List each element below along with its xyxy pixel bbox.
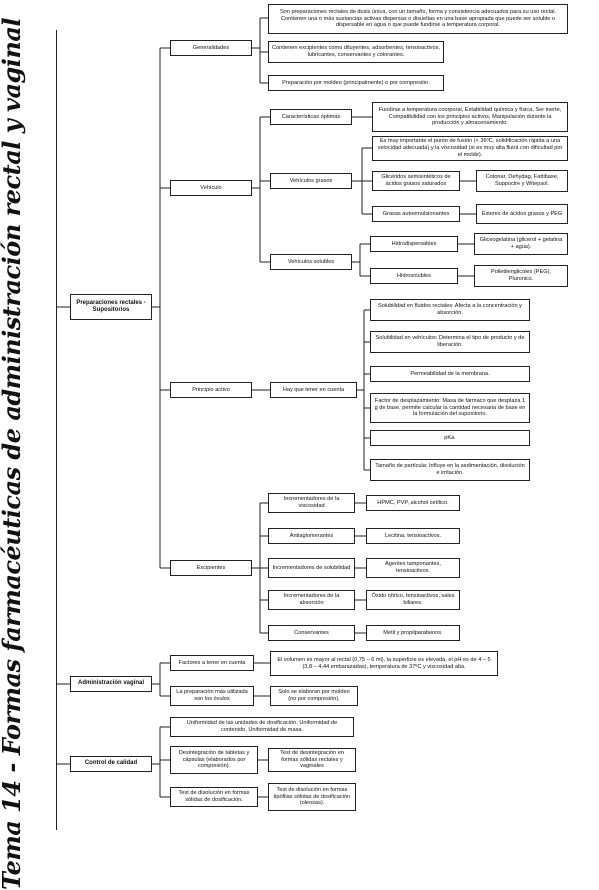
node-excipientes: Excipientes <box>170 560 252 576</box>
node-q-disolucion-desc: Test de disolución en formas lipófilas s… <box>268 783 356 811</box>
node-grasos-desc: Es muy importante el punto de fusión (< … <box>372 136 568 161</box>
node-vaginal: Administración vaginal <box>70 676 152 692</box>
node-caracteristicas: Características óptimas <box>270 109 352 125</box>
node-vag-preparacion: La preparación más utilizada son los óvu… <box>170 686 254 706</box>
node-gen-definition: Son preparaciones rectales de dosis únic… <box>268 4 568 34</box>
node-q-desintegracion-desc: Test de desintegración en formas sólidas… <box>268 748 356 772</box>
node-pa-pka: pKa. <box>370 430 530 446</box>
node-caracteristicas-desc: Fundirse a temperatura coorporal, Estabi… <box>372 102 568 132</box>
node-vehiculos-solubles: Vehículos solubles <box>270 254 352 270</box>
node-pa-tamano-particula: Tamaño de partícula: Influye en la sedim… <box>370 459 530 481</box>
node-ex-antiaglomerantes-examples: Lecitina, tensioactivos. <box>366 528 460 544</box>
node-tener-en-cuenta: Hay que tener en cuenta <box>270 382 357 398</box>
node-pa-solubilidad-fluidos: Solubilidad en fluidos rectales: Afecta … <box>370 299 530 321</box>
node-vag-preparacion-desc: Solo se elaboran por moldeo (no por comp… <box>270 686 358 706</box>
node-hidrosolubles-examples: Polietilenglicoles (PEG), Pluronics. <box>474 265 568 287</box>
node-ex-solubilidad-examples: Agentes tamponantes, tensioactivos. <box>366 558 460 578</box>
node-vag-factores: Factores a tener en cuenta <box>170 655 254 671</box>
node-pa-solubilidad-vehiculos: Solubilidad en vehículos: Determina el t… <box>370 331 530 353</box>
node-pa-permeabilidad: Permeabilidad de la membrana. <box>370 366 530 382</box>
node-q-uniformidad: Uniformidad de las unidades de dosificac… <box>170 717 354 737</box>
node-ex-antiaglomerantes: Antiaglomerantes <box>268 528 355 544</box>
node-pa-factor-desplazamiento: Factor de desplazamiento: Masa de fármac… <box>370 393 530 423</box>
node-vehiculos-grasos: Vehículos grasos <box>270 173 352 189</box>
node-hidrosolubles: Hidrosolubles <box>370 268 458 284</box>
node-q-desintegracion: Desintegración de tabletas y cápsulas (e… <box>170 746 258 774</box>
node-rectal: Preparaciones rectales - Supositorios <box>70 294 152 320</box>
node-autoemulsionantes: Grasas autoemulsionantes <box>372 206 460 222</box>
title-connector <box>56 30 57 830</box>
node-ex-conservantes: Conservantes <box>268 625 355 641</box>
node-generalidades: Generalidades <box>170 40 252 56</box>
node-ex-absorcion-examples: Óxido nítrico, tensioactivos, sales bili… <box>366 590 460 610</box>
node-vehiculo: Vehículo <box>170 180 252 196</box>
diagram-title: Tema 14 - Formas farmacéuticas de admini… <box>0 17 26 890</box>
node-principio-activo: Principio activo <box>170 382 252 398</box>
node-ex-absorcion: Incrementadores de la absorción <box>268 590 355 610</box>
node-gen-preparation: Preparación por moldeo (principalmente) … <box>268 75 444 91</box>
node-vag-factores-desc: El volumen es mayor al rectal (0,75 – 6 … <box>270 651 498 676</box>
node-ex-solubilidad: Incrementadores de solubilidad <box>268 558 355 578</box>
node-hidrodispersables-examples: Gliceogelatina (glicerol + gelatina + ag… <box>474 233 568 255</box>
node-ex-viscosidad: Incrementadores de la viscosidad <box>268 493 355 513</box>
node-ex-conservantes-examples: Metil y propilparabenos. <box>366 625 460 641</box>
node-gen-excipients: Contienen excipientes como diluyentes, a… <box>268 41 444 63</box>
node-q-disolucion: Test de disolución en formas sólidas de … <box>170 787 258 807</box>
node-gliceridos-examples: Cotonar, Dehydag, Fattibase, Suppocire y… <box>476 170 568 192</box>
node-ex-viscosidad-examples: HPMC, PVP, alcohol cetílico. <box>366 495 460 511</box>
node-hidrodispersables: Hidrodispersables <box>370 236 458 252</box>
node-gliceridos: Glicéridos semisintéticos de ácidos gras… <box>372 171 460 191</box>
connector-lines <box>57 17 476 798</box>
node-autoemulsionantes-examples: Ésteres de ácidos grasos y PEG <box>476 204 568 224</box>
node-quality: Control de calidad <box>70 756 152 772</box>
